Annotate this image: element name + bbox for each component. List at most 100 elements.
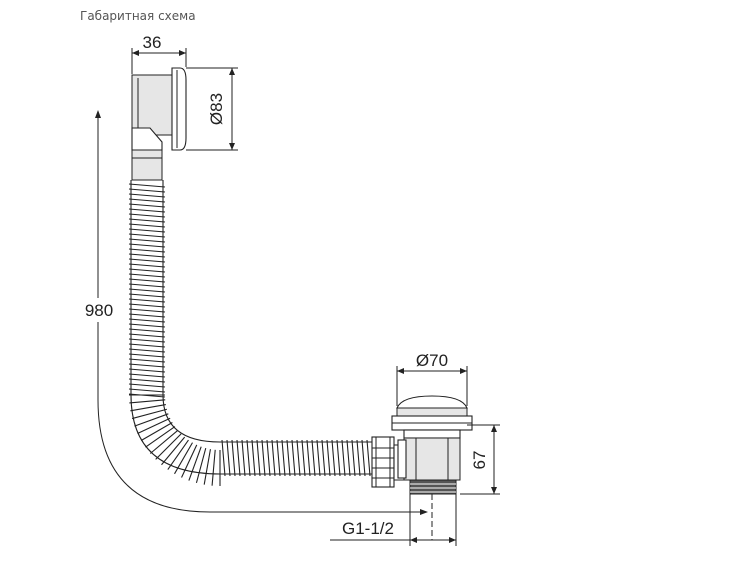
- hose-rib: [128, 363, 166, 368]
- hose-rib: [321, 439, 326, 477]
- hose-rib: [128, 318, 166, 323]
- cap-rim: [396, 407, 468, 417]
- hose-rib: [128, 338, 166, 343]
- hose-rib: [331, 439, 336, 477]
- hose-rib: [221, 439, 226, 477]
- length-dimension-line: [97, 112, 425, 513]
- hose-rib: [128, 263, 166, 268]
- hose-rib: [128, 298, 166, 303]
- hose-rib: [281, 439, 286, 477]
- hose-rib: [311, 439, 316, 477]
- dim-label-thread: G1-1/2: [342, 519, 394, 538]
- dim-label-d83: Ø83: [207, 93, 226, 125]
- hose-rib: [276, 439, 281, 477]
- hose-rib: [346, 439, 351, 477]
- hose-rib: [361, 439, 366, 477]
- hose-rib: [203, 449, 211, 485]
- hose-rib: [301, 439, 306, 477]
- overflow-elbow: [131, 127, 163, 151]
- hose-rib: [271, 439, 276, 477]
- hose-rib: [266, 439, 271, 477]
- hose-rib: [195, 447, 207, 484]
- hose-rib: [128, 283, 166, 288]
- hose-rib: [128, 328, 166, 333]
- hose-rib: [128, 278, 166, 283]
- hose-rib: [128, 273, 166, 278]
- hose-rib: [128, 373, 166, 378]
- hose-rib: [128, 213, 166, 218]
- hose-rib: [246, 439, 251, 477]
- hose-rib: [128, 203, 166, 208]
- hose-rib: [128, 233, 166, 238]
- hose-rib: [341, 439, 346, 477]
- hose-rib: [296, 439, 301, 477]
- hose-rib: [336, 439, 341, 477]
- hose-rib: [128, 383, 166, 388]
- overflow-cap: [171, 67, 187, 151]
- hose-rib: [155, 433, 182, 460]
- hose-rib: [130, 404, 166, 412]
- hose-rib: [366, 439, 371, 477]
- hose-rib: [131, 408, 168, 420]
- hose-rib: [181, 444, 198, 478]
- hose-rib: [188, 446, 202, 481]
- hose-rib: [128, 188, 166, 193]
- hose-rib: [134, 413, 169, 427]
- hose-rib: [145, 426, 176, 448]
- hose-rib: [128, 323, 166, 328]
- hose-rib: [128, 388, 166, 393]
- dim-total-length: 980: [78, 110, 428, 515]
- hose-rib: [128, 368, 166, 373]
- hose-rib: [128, 288, 166, 293]
- dim-label-36: 36: [143, 33, 162, 52]
- hose-rib: [251, 439, 256, 477]
- dim-thread: G1-1/2: [330, 494, 457, 546]
- hose-nut: [371, 436, 395, 488]
- hose-rib: [316, 439, 321, 477]
- hose-rib: [291, 439, 296, 477]
- hose-rib: [128, 333, 166, 338]
- hose-rib: [128, 313, 166, 318]
- hose-rib: [128, 308, 166, 313]
- hose-rib: [128, 378, 166, 383]
- hose-rib: [128, 223, 166, 228]
- hose-rib: [306, 439, 311, 477]
- hose-rib: [149, 429, 179, 454]
- hose-rib: [128, 248, 166, 253]
- hose-rib: [161, 436, 186, 466]
- drain-body: [403, 437, 461, 481]
- hose-rib: [128, 218, 166, 223]
- hose-rib: [128, 358, 166, 363]
- dim-overflow-diameter: Ø83: [186, 67, 238, 151]
- dim-drain-height: 67: [460, 424, 500, 495]
- hose-rib: [128, 343, 166, 348]
- hose-rib: [241, 439, 246, 477]
- hose-rib: [167, 439, 189, 470]
- hose-rib: [128, 238, 166, 243]
- dim-label-980: 980: [85, 301, 113, 320]
- hose-rib: [236, 439, 241, 477]
- hose-rib: [226, 439, 231, 477]
- hose-rib: [256, 439, 261, 477]
- hose-rib: [261, 439, 266, 477]
- overflow-head: [131, 67, 187, 181]
- drain-cap: [396, 395, 468, 409]
- hose-rib: [128, 208, 166, 213]
- hose-rib: [286, 439, 291, 477]
- hose-rib: [128, 228, 166, 233]
- hose-rib: [128, 253, 166, 258]
- hose-rib: [128, 353, 166, 358]
- hose-rib: [128, 348, 166, 353]
- hose-rib: [174, 442, 193, 475]
- hose-rib: [326, 439, 331, 477]
- dim-overflow-width: 36: [131, 33, 187, 74]
- hose-rib: [128, 193, 166, 198]
- hose-rib: [140, 422, 173, 441]
- hose-rib: [128, 183, 166, 188]
- diagram-title: Габаритная схема: [80, 9, 196, 23]
- hose-rib: [128, 198, 166, 203]
- corrugated-hose: [128, 180, 372, 486]
- dim-label-67: 67: [470, 451, 489, 470]
- hose-rib: [128, 303, 166, 308]
